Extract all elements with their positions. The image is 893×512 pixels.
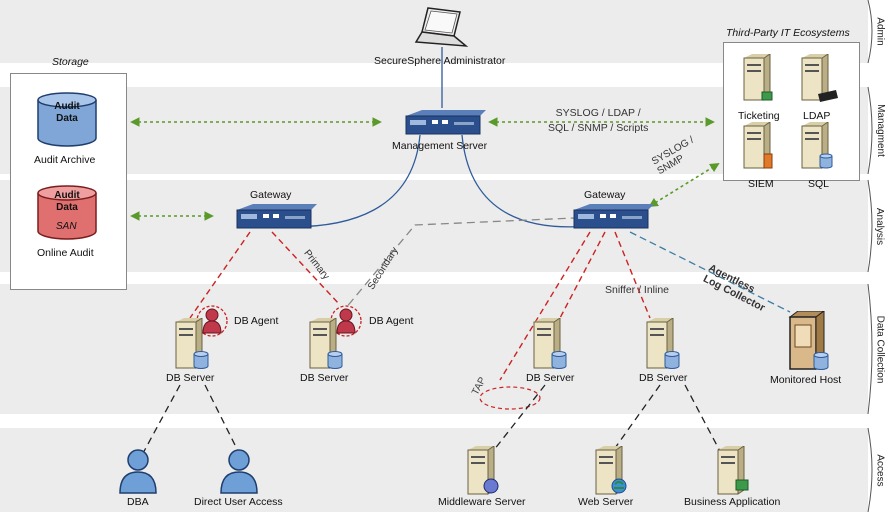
db-agent-1-label: DB Agent <box>234 315 279 327</box>
audit-archive-db-text: Audit Data <box>54 101 80 124</box>
lane-band-analysis <box>0 180 868 272</box>
sql-label: SQL <box>808 178 830 190</box>
ticketing-server-icon <box>743 54 773 101</box>
tap-ellipse <box>479 386 541 410</box>
audit-archive-label: Audit Archive <box>34 154 96 166</box>
db-agent-1-icon <box>202 308 222 334</box>
admin-label: SecureSphere Administrator <box>374 55 506 67</box>
db-server-2-label: DB Server <box>300 372 349 384</box>
siem-label: SIEM <box>748 178 774 190</box>
db-agent-2-icon <box>336 308 356 334</box>
db-server-3-icon <box>533 318 567 369</box>
mgmt-thirdparty-link-label: SYSLOG / LDAP / SQL / SNMP / Scripts <box>548 107 649 134</box>
laptop-icon <box>414 7 469 47</box>
lane-band-data-collection <box>0 284 868 414</box>
business-application-label: Business Application <box>684 496 781 508</box>
siem-server-icon <box>743 122 773 169</box>
dba-label: DBA <box>127 496 149 508</box>
ldap-label: LDAP <box>803 110 831 122</box>
ldap-server-icon <box>801 54 838 102</box>
db-server-4-icon <box>646 318 680 369</box>
business-application-server-icon <box>717 446 749 495</box>
online-audit-db-icon <box>37 185 97 240</box>
web-server-label: Web Server <box>578 496 634 508</box>
management-server-icon <box>405 110 486 135</box>
link-gw-thirdparty <box>648 162 720 208</box>
storage-title: Storage <box>52 56 89 68</box>
sql-server-icon <box>801 122 833 169</box>
audit-archive-db-icon <box>37 92 97 147</box>
middleware-server-label: Middleware Server <box>438 496 526 508</box>
online-audit-label: Online Audit <box>37 247 94 259</box>
monitored-host-icon <box>788 311 829 370</box>
third-party-title: Third-Party IT Ecosystems <box>726 27 850 39</box>
direct-user-icon <box>220 449 258 494</box>
db-server-1-icon <box>175 318 209 369</box>
online-audit-db-subtext: SAN <box>56 221 77 232</box>
db-server-3-label: DB Server <box>526 372 575 384</box>
db-server-4-label: DB Server <box>639 372 688 384</box>
online-audit-db-text: Audit Data <box>54 190 80 213</box>
direct-user-access-label: Direct User Access <box>194 496 283 508</box>
db-server-1-label: DB Server <box>166 372 215 384</box>
dba-user-icon <box>119 449 157 494</box>
gateway-1-icon <box>236 204 317 229</box>
web-server-icon <box>595 446 627 495</box>
gateway-1-label: Gateway <box>250 189 292 201</box>
db-server-2-icon <box>309 318 343 369</box>
middleware-server-icon <box>467 446 499 495</box>
monitored-host-label: Monitored Host <box>770 374 842 386</box>
db-agent-2-label: DB Agent <box>369 315 414 327</box>
management-server-label: Management Server <box>392 140 488 152</box>
sniffer-inline-label: Sniffer / Inline <box>605 284 670 296</box>
gateway-2-icon <box>573 204 654 229</box>
ticketing-label: Ticketing <box>738 110 780 122</box>
gateway-2-label: Gateway <box>584 189 626 201</box>
